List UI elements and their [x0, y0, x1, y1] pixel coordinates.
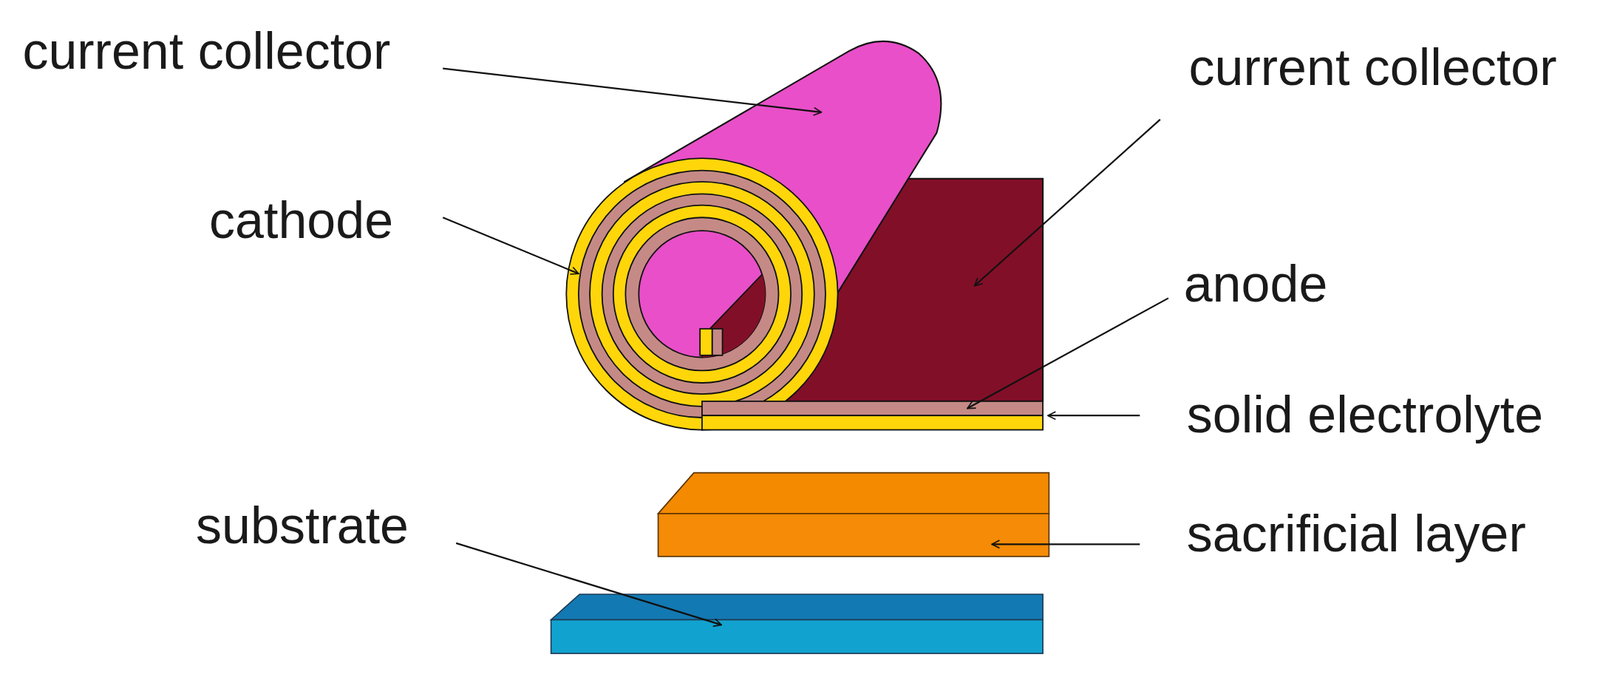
leader-line	[442, 68, 822, 113]
leader-lines	[442, 68, 1169, 626]
leader-line	[442, 217, 579, 274]
part-label: current collector	[1189, 41, 1558, 94]
sacrificial-layer-slab	[658, 472, 1050, 557]
roll-spiral	[566, 158, 838, 430]
substrate-slab	[551, 594, 1044, 654]
part-label: sacrificial layer	[1186, 507, 1527, 560]
leader-line	[1047, 414, 1140, 417]
part-label: anode	[1183, 257, 1329, 310]
part-label: solid electrolyte	[1186, 388, 1544, 441]
part-label: substrate	[195, 499, 409, 552]
leader-line	[974, 119, 1161, 287]
part-label: cathode	[209, 194, 394, 247]
leader-line	[455, 543, 722, 626]
leader-line	[967, 297, 1169, 408]
leader-line	[991, 543, 1140, 545]
part-label: current collector	[22, 25, 391, 77]
flat-layers	[702, 401, 1043, 431]
